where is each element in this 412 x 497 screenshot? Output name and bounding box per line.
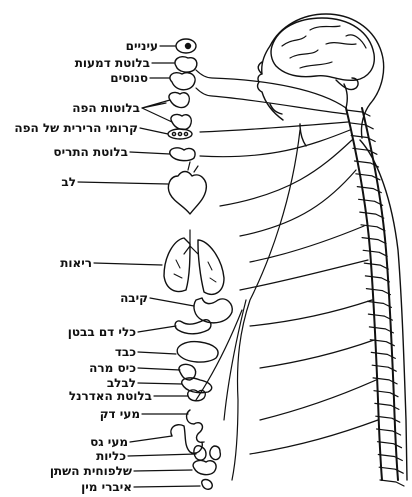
label-lungs: ריאות (60, 256, 92, 270)
sinus-organ (170, 73, 195, 90)
thyroid-organ (170, 148, 195, 161)
large-intestine-organ (171, 425, 202, 454)
stomach-organ (194, 298, 232, 323)
label-liver: כבד (115, 345, 136, 359)
label-small-intestine: מעי דק (100, 407, 140, 421)
label-gallbladder: כיס מרה (89, 361, 136, 375)
lungs-organ (164, 230, 224, 294)
bladder-organ (193, 460, 216, 474)
label-bladder: שלפוחית השתן (50, 464, 132, 478)
label-heart: לב (61, 175, 76, 189)
salivary-gland-organs (169, 92, 191, 129)
label-sinuses: סנוסים (110, 71, 148, 85)
mouth-mucosa-organ (168, 129, 192, 139)
body-silhouette (258, 14, 407, 480)
genital-organ (202, 480, 213, 490)
label-salivary-glands: בלוטות הפה (72, 101, 140, 115)
label-adrenal-gland: בלוטת האדרנל (69, 389, 152, 403)
label-kidneys: כליות (96, 449, 126, 463)
label-eyes: עיניים (126, 39, 158, 53)
label-thyroid: בלוטת התריס (53, 145, 128, 159)
label-mouth-mucosa: קרומי הרירית של הפה (14, 121, 138, 135)
label-pancreas: לבלב (107, 376, 136, 390)
small-intestine-organ (187, 410, 204, 442)
brain (271, 18, 374, 108)
lacrimal-gland-organ (175, 57, 197, 72)
label-abdominal-vessels: כלי דם בבטן (68, 325, 136, 339)
liver-organ (177, 342, 218, 362)
spinal-column (346, 108, 404, 486)
heart-organ (168, 172, 206, 215)
organs (164, 39, 232, 489)
label-lacrimal-gland: בלוטת דמעות (75, 56, 150, 70)
label-genitals: איברי מין (81, 480, 132, 494)
eye-organ (176, 39, 196, 53)
label-large-intestine: מעי גס (90, 435, 128, 449)
label-stomach: קיבה (120, 291, 148, 305)
